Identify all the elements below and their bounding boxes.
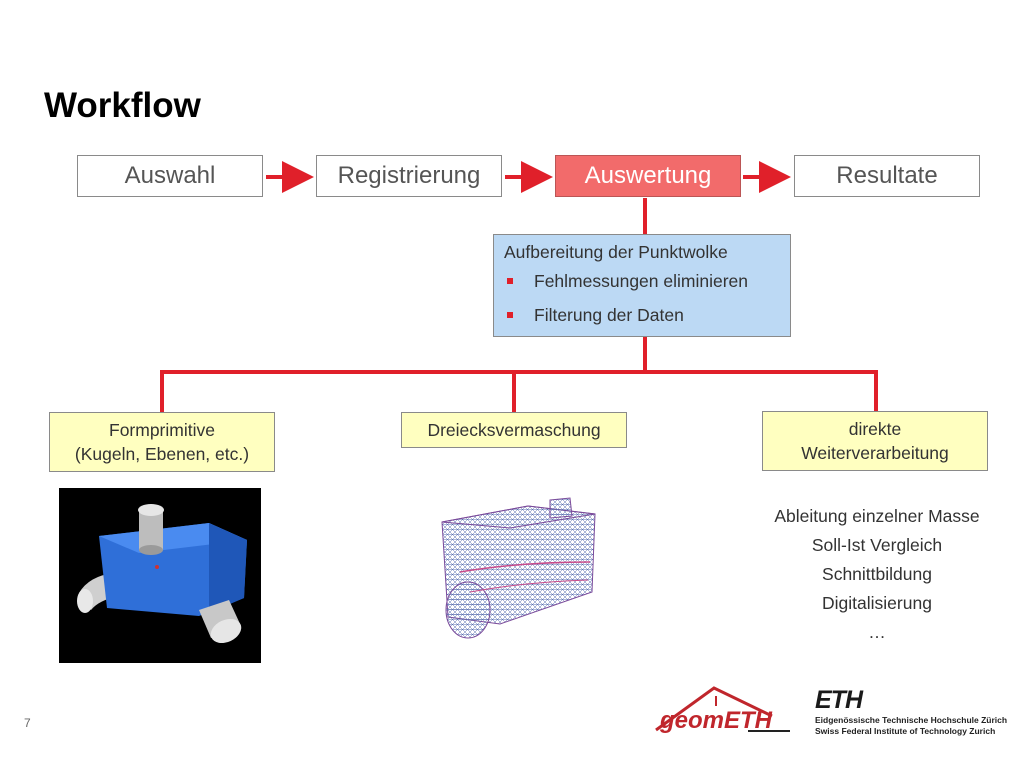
- cad-model-image: [59, 488, 261, 663]
- result-item: Ableitung einzelner Masse: [774, 506, 980, 526]
- stage-registrierung: Registrierung: [316, 155, 502, 197]
- branch-direkte-weiterverarbeitung: direkte Weiterverarbeitung: [762, 411, 988, 471]
- branch-dreiecksvermaschung-label: Dreiecksvermaschung: [427, 420, 601, 440]
- branch-formprimitive-line2: (Kugeln, Ebenen, etc.): [74, 444, 250, 464]
- geometh-logo: geomETH: [655, 686, 790, 734]
- stage-resultate: Resultate: [794, 155, 980, 197]
- page-number: 7: [24, 716, 31, 730]
- results-list: Ableitung einzelner Masse Soll-Ist Vergl…: [742, 504, 1012, 649]
- result-item: Soll-Ist Vergleich: [811, 535, 943, 555]
- mesh-image: [441, 497, 596, 639]
- result-item: Schnittbildung: [822, 564, 932, 584]
- process-box: Aufbereitung der Punktwolke Fehlmessunge…: [493, 234, 791, 337]
- process-bullet: Filterung der Daten: [504, 305, 780, 339]
- page-title: Workflow: [44, 86, 201, 125]
- result-item: Digitalisierung: [822, 593, 932, 613]
- stage-auswertung: Auswertung: [555, 155, 741, 197]
- branch-formprimitive-line1: Formprimitive: [109, 420, 215, 440]
- process-bullets: Fehlmessungen eliminieren Filterung der …: [504, 271, 780, 339]
- geometh-wordmark: geomETH: [659, 707, 773, 734]
- process-bullet: Fehlmessungen eliminieren: [504, 271, 780, 305]
- branch-formprimitive: Formprimitive (Kugeln, Ebenen, etc.): [49, 412, 275, 472]
- eth-name-en: Swiss Federal Institute of Technology Zu…: [815, 726, 996, 736]
- eth-wordmark: ETH: [815, 686, 863, 714]
- branch-direct-line1: direkte: [848, 419, 902, 439]
- branch-direct-line2: Weiterverarbeitung: [801, 443, 949, 463]
- result-item: …: [868, 622, 886, 642]
- eth-name-de: Eidgenössische Technische Hochschule Zür…: [815, 715, 1008, 725]
- eth-logo: ETH Eidgenössische Technische Hochschule…: [815, 686, 1015, 736]
- branch-dreiecksvermaschung: Dreiecksvermaschung: [401, 412, 627, 448]
- process-heading: Aufbereitung der Punktwolke: [504, 242, 728, 262]
- stage-auswahl: Auswahl: [77, 155, 263, 197]
